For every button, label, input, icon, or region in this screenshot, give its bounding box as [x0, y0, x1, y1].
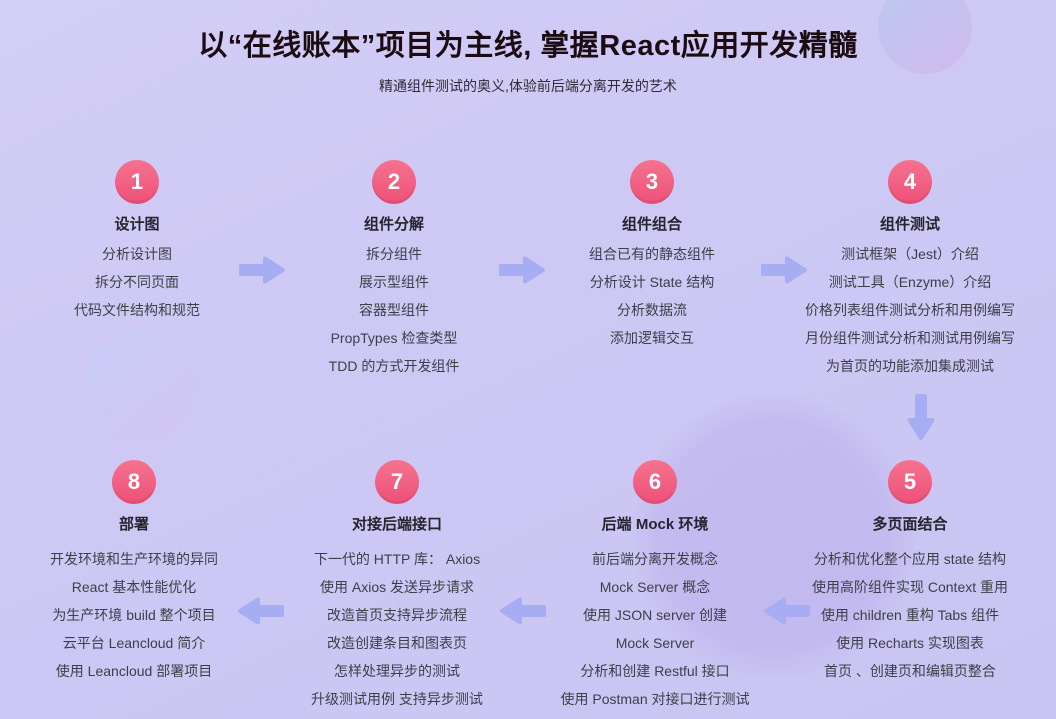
step-item: Mock Server [615, 635, 695, 651]
step-item: 首页 、创建页和编辑页整合 [824, 663, 996, 679]
arrow-right-icon [760, 255, 808, 285]
step-number: 4 [903, 169, 917, 194]
step-item: 测试工具（Enzyme）介绍 [828, 274, 992, 290]
step-title: 部署 [118, 516, 149, 533]
step-title: 组件测试 [879, 216, 940, 233]
page-subtitle: 精通组件测试的奥义,体验前后端分离开发的艺术 [379, 78, 677, 94]
arrow-left-icon [763, 596, 811, 626]
step-title: 设计图 [114, 216, 160, 233]
step-item: 分析和优化整个应用 state 结构 [813, 551, 1007, 567]
step-number: 2 [387, 169, 401, 194]
step-item-list: 开发环境和生产环境的异同 React 基本性能优化 为生产环境 build 整个… [0, 545, 274, 685]
step-item: 使用 JSON server 创建 [583, 607, 727, 623]
step-number: 3 [645, 169, 659, 194]
step-number-badge: 3 [630, 160, 674, 204]
step-item-list: 前后端分离开发概念 Mock Server 概念 使用 JSON server … [515, 545, 795, 713]
step-item: 使用 Recharts 实现图表 [836, 635, 984, 651]
step-item: 分析设计图 [102, 246, 172, 262]
step-item: 改造创建条目和图表页 [327, 635, 467, 651]
step-number-badge: 7 [375, 460, 419, 504]
decorative-blob [84, 331, 194, 441]
step-item: TDD 的方式开发组件 [328, 358, 460, 374]
step-column-5: 5 多页面结合 分析和优化整个应用 state 结构 使用高阶组件实现 Cont… [770, 460, 1050, 685]
step-title: 组件分解 [363, 216, 424, 233]
step-item: 使用 Axios 发送异步请求 [319, 579, 474, 595]
arrow-right-icon [238, 255, 286, 285]
step-item: 月份组件测试分析和测试用例编写 [805, 330, 1015, 346]
step-item: 使用 Leancloud 部署项目 [55, 663, 213, 679]
step-column-4: 4 组件测试 测试框架（Jest）介绍 测试工具（Enzyme）介绍 价格列表组… [770, 160, 1050, 380]
step-item: 使用 Postman 对接口进行测试 [560, 691, 750, 707]
step-item: 拆分不同页面 [95, 274, 179, 290]
step-title: 对接后端接口 [351, 516, 442, 533]
step-item: 测试框架（Jest）介绍 [841, 246, 979, 262]
step-item: 拆分组件 [366, 246, 422, 262]
arrow-down-icon [906, 393, 936, 441]
step-number-badge: 2 [372, 160, 416, 204]
step-item: 使用高阶组件实现 Context 重用 [811, 579, 1009, 595]
step-item: 开发环境和生产环境的异同 [50, 551, 218, 567]
step-item-list: 分析和优化整个应用 state 结构 使用高阶组件实现 Context 重用 使… [770, 545, 1050, 685]
step-item: 怎样处理异步的测试 [334, 663, 460, 679]
step-item: 下一代的 HTTP 库： Axios [313, 551, 481, 567]
step-column-2: 2 组件分解 拆分组件 展示型组件 容器型组件 PropTypes 检查类型 T… [254, 160, 534, 380]
step-number: 8 [127, 469, 141, 494]
step-item: 组合已有的静态组件 [589, 246, 715, 262]
step-item: 前后端分离开发概念 [592, 551, 718, 567]
step-item: 使用 children 重构 Tabs 组件 [820, 607, 1000, 623]
step-number-badge: 8 [112, 460, 156, 504]
step-number-badge: 5 [888, 460, 932, 504]
step-item: 分析设计 State 结构 [589, 274, 715, 290]
step-item: 云平台 Leancloud 简介 [62, 635, 206, 651]
step-item: 价格列表组件测试分析和用例编写 [805, 302, 1015, 318]
step-item: 为首页的功能添加集成测试 [826, 358, 994, 374]
step-title: 后端 Mock 环境 [601, 516, 709, 533]
step-column-6: 6 后端 Mock 环境 前后端分离开发概念 Mock Server 概念 使用… [515, 460, 795, 713]
step-item-list: 组合已有的静态组件 分析设计 State 结构 分析数据流 添加逻辑交互 [512, 240, 792, 352]
page-title: 以“在线账本”项目为主线, 掌握React应用开发精髓 [198, 30, 858, 62]
step-item-list: 测试框架（Jest）介绍 测试工具（Enzyme）介绍 价格列表组件测试分析和用… [770, 240, 1050, 380]
step-item: 升级测试用例 支持异步测试 [311, 691, 483, 707]
step-number: 6 [648, 469, 662, 494]
step-column-7: 7 对接后端接口 下一代的 HTTP 库： Axios 使用 Axios 发送异… [257, 460, 537, 713]
arrow-right-icon [498, 255, 546, 285]
step-item: Mock Server 概念 [599, 579, 711, 595]
step-item: PropTypes 检查类型 [330, 330, 458, 346]
arrow-left-icon [237, 596, 285, 626]
step-number-badge: 6 [633, 460, 677, 504]
step-column-8: 8 部署 开发环境和生产环境的异同 React 基本性能优化 为生产环境 bui… [0, 460, 274, 685]
step-item: 改造首页支持异步流程 [327, 607, 467, 623]
step-title: 多页面结合 [872, 516, 948, 533]
step-item: 添加逻辑交互 [610, 330, 694, 346]
step-item: 为生产环境 build 整个项目 [52, 607, 216, 623]
step-item: 容器型组件 [359, 302, 429, 318]
step-column-1: 1 设计图 分析设计图 拆分不同页面 代码文件结构和规范 [0, 160, 277, 324]
step-number: 5 [903, 469, 917, 494]
step-number: 1 [130, 169, 144, 194]
step-item-list: 分析设计图 拆分不同页面 代码文件结构和规范 [0, 240, 277, 324]
step-item-list: 拆分组件 展示型组件 容器型组件 PropTypes 检查类型 TDD 的方式开… [254, 240, 534, 380]
step-item: React 基本性能优化 [71, 579, 197, 595]
step-column-3: 3 组件组合 组合已有的静态组件 分析设计 State 结构 分析数据流 添加逻… [512, 160, 792, 352]
step-item: 展示型组件 [359, 274, 429, 290]
arrow-left-icon [499, 596, 547, 626]
step-number-badge: 1 [115, 160, 159, 204]
step-item-list: 下一代的 HTTP 库： Axios 使用 Axios 发送异步请求 改造首页支… [257, 545, 537, 713]
step-item: 代码文件结构和规范 [74, 302, 200, 318]
step-number: 7 [390, 469, 404, 494]
step-item: 分析和创建 Restful 接口 [580, 663, 730, 679]
step-number-badge: 4 [888, 160, 932, 204]
step-title: 组件组合 [621, 216, 682, 233]
step-item: 分析数据流 [617, 302, 687, 318]
